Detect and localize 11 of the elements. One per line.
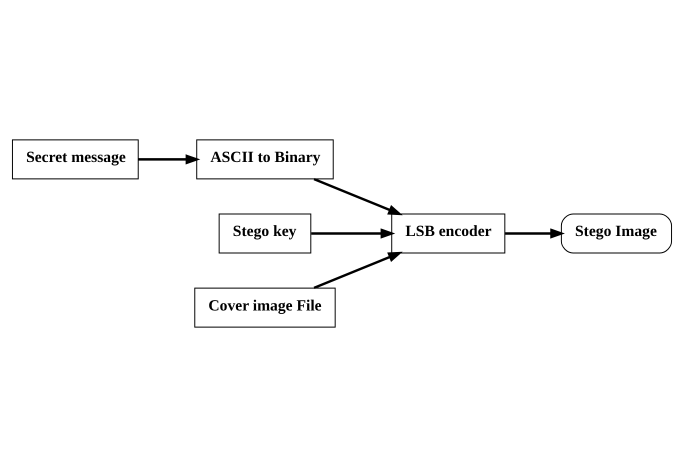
arrow	[311, 228, 396, 238]
node-box: Cover image File	[194, 287, 336, 328]
arrow	[138, 154, 200, 164]
node-box: Stego key	[218, 213, 312, 253]
node-box: Stego Image	[560, 213, 672, 253]
arrow	[505, 228, 565, 238]
arrow	[314, 177, 403, 215]
node-box: Secret message	[12, 138, 139, 179]
node-box: LSB encoder	[391, 213, 506, 253]
arrow	[314, 251, 403, 289]
node-box: ASCII to Binary	[196, 138, 334, 179]
